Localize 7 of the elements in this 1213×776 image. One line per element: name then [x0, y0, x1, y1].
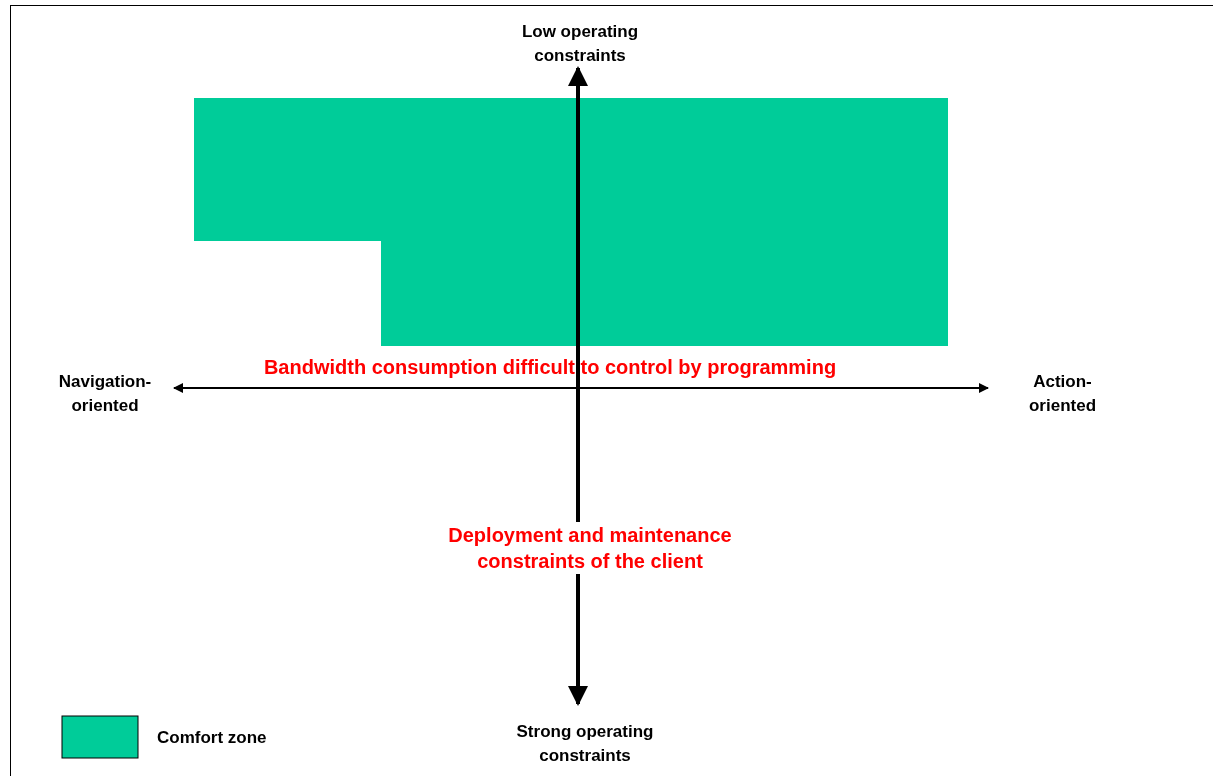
comfort-zone-area [194, 98, 948, 346]
annotation-text: Bandwidth consumption difficult to control by programming [262, 355, 838, 380]
legend-label: Comfort zone [157, 727, 267, 749]
axis-label: Action-oriented [1027, 371, 1098, 417]
axis-label: Strong operating constraints [515, 721, 655, 767]
axis-label: Navigation-oriented [57, 371, 153, 417]
axis-label: Low operating constraints [520, 21, 640, 67]
